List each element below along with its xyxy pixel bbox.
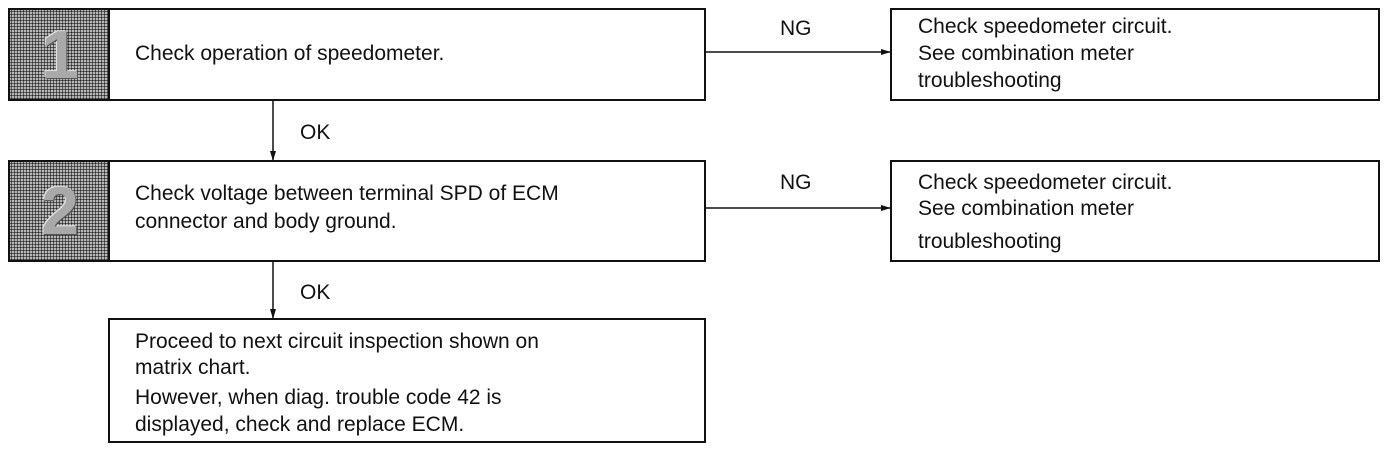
- step1-badge: 1: [8, 8, 110, 101]
- step1-number: 1: [41, 16, 79, 93]
- final-line-4: displayed, check and replace ECM.: [135, 413, 465, 436]
- step2-badge: 2: [8, 160, 110, 262]
- step2-number: 2: [41, 173, 79, 249]
- step2-ok-label: OK: [300, 281, 331, 304]
- step2-ng-line-3: troubleshooting: [918, 230, 1062, 253]
- step1-ng-line-3: troubleshooting: [918, 69, 1062, 92]
- step1-ok-label: OK: [300, 121, 331, 144]
- step2-ng-line-2: See combination meter: [918, 197, 1134, 220]
- step2-ng-box: Check speedometer circuit. See combinati…: [890, 160, 1380, 262]
- final-action-box: Proceed to next circuit inspection shown…: [108, 318, 706, 443]
- final-line-3: However, when diag. trouble code 42 is: [135, 386, 502, 409]
- step2-ng-line-1: Check speedometer circuit.: [918, 171, 1173, 194]
- step1-box: Check operation of speedometer.: [108, 8, 706, 101]
- final-line-1: Proceed to next circuit inspection shown…: [135, 330, 539, 353]
- step1-ng-label: NG: [780, 17, 812, 40]
- step1-text: Check operation of speedometer.: [135, 42, 445, 65]
- step1-ng-line-2: See combination meter: [918, 42, 1134, 65]
- step2-box: Check voltage between terminal SPD of EC…: [108, 160, 706, 262]
- step2-text-line-1: Check voltage between terminal SPD of EC…: [135, 182, 559, 205]
- final-line-2: matrix chart.: [135, 356, 251, 379]
- step2-ng-label: NG: [780, 171, 812, 194]
- step1-ng-line-1: Check speedometer circuit.: [918, 15, 1173, 38]
- step2-text-line-2: connector and body ground.: [135, 210, 397, 233]
- step1-ng-box: Check speedometer circuit. See combinati…: [890, 8, 1380, 101]
